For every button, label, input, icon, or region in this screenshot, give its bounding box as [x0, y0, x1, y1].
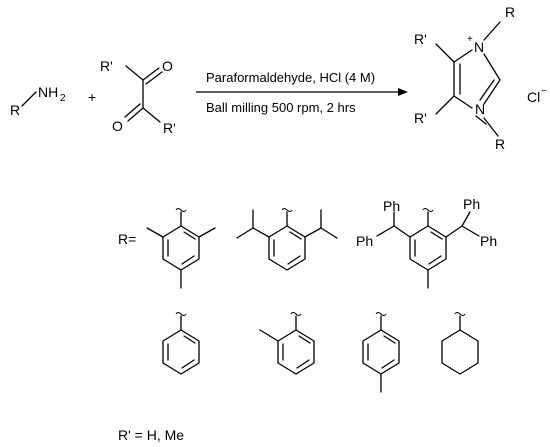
attachment-bond-icon [281, 208, 293, 212]
diketone-r-prime-top: R' [100, 58, 113, 74]
reaction-arrow: Paraformaldehyde, HCl (4 M) Ball milling… [196, 70, 408, 115]
ph-label-right-top: Ph [463, 196, 480, 212]
cyclohexyl-group [441, 312, 479, 375]
r-prime-note: R' = H, Me [118, 427, 184, 443]
ph-label-left: Ph [356, 233, 373, 249]
imidazolium-product: R N + N R' R' R Cl − [414, 4, 547, 152]
product-r-prime-bottom: R' [414, 110, 427, 126]
amine-nh-label: NH [38, 84, 58, 100]
attachment-bond-icon [454, 312, 466, 316]
product-n-top: N [474, 39, 484, 55]
product-n-top-charge: + [467, 34, 473, 45]
diketone-o-bottom: O [112, 118, 123, 134]
product-r-bottom: R [495, 136, 505, 152]
attachment-bond-icon [290, 312, 302, 316]
amine-r-label: R [10, 102, 20, 118]
attachment-bond-icon [422, 208, 434, 212]
bis-benzhydryl-group: Ph Ph Ph Ph [356, 196, 497, 289]
primary-amine: R NH 2 [10, 84, 66, 118]
attachment-bond-icon [175, 208, 187, 212]
ortho-tolyl-group [259, 312, 315, 375]
conditions-above: Paraformaldehyde, HCl (4 M) [206, 70, 375, 85]
diketone-o-top: O [162, 58, 173, 74]
diketone: R' O O R' [100, 58, 176, 136]
counterion-charge: − [541, 86, 547, 97]
substituent-r-label: R= [118, 231, 136, 247]
conditions-below: Ball milling 500 rpm, 2 hrs [206, 100, 356, 115]
amine-nh2-subscript: 2 [60, 93, 66, 104]
phenyl-group [162, 312, 200, 375]
product-n-bottom: N [475, 101, 485, 117]
attachment-bond-icon [175, 312, 187, 316]
counterion-label: Cl [527, 89, 540, 105]
product-r-top: R [505, 4, 515, 20]
plus-sign: + [88, 89, 96, 105]
diisopropylphenyl-group [236, 208, 338, 271]
ph-label-left-top: Ph [383, 198, 400, 214]
diketone-r-prime-bottom: R' [163, 120, 176, 136]
product-r-prime-top: R' [414, 31, 427, 47]
attachment-bond-icon [375, 312, 387, 316]
mesityl-group [146, 208, 216, 289]
para-tolyl-group [362, 312, 400, 393]
ph-label-right: Ph [480, 233, 497, 249]
